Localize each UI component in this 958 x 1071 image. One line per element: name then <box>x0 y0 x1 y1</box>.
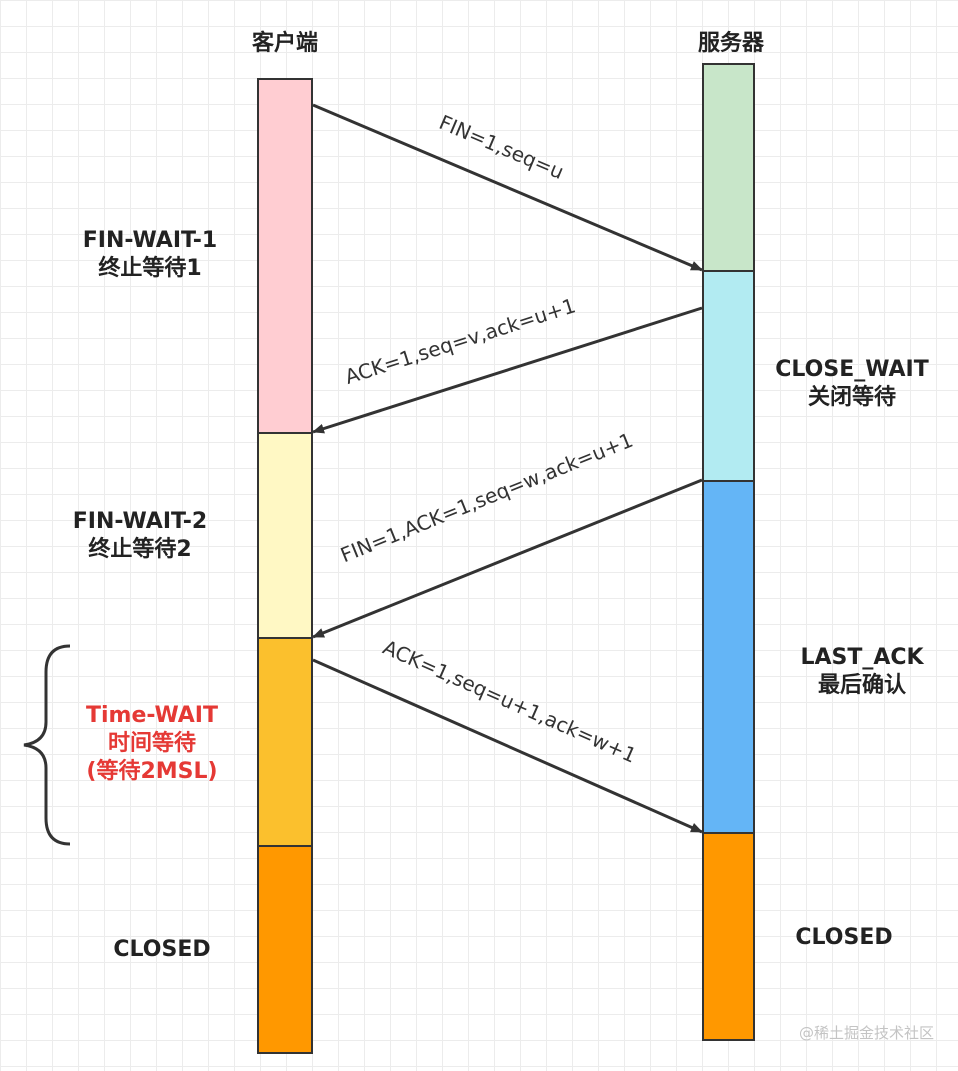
arrow-fin-2 <box>312 478 703 639</box>
client-state-fin-wait-1: FIN-WAIT-1 终止等待1 <box>82 228 218 282</box>
server-close-wait-bar <box>702 270 755 482</box>
server-last-ack-bar <box>702 480 755 834</box>
server-header: 服务器 <box>697 31 764 56</box>
client-header: 客户端 <box>251 31 318 56</box>
client-state-time-wait: Time-WAIT 时间等待 (等待2MSL) <box>85 703 219 785</box>
server-state-closed: CLOSED <box>795 925 893 950</box>
server-state-last-ack: LAST_ACK 最后确认 <box>800 645 924 699</box>
client-fin-wait-1-bar <box>257 78 313 434</box>
client-state-closed: CLOSED <box>113 937 211 962</box>
client-state-fin-wait-2: FIN-WAIT-2 终止等待2 <box>72 509 208 563</box>
client-fin-wait-2-bar <box>257 432 313 639</box>
arrow-ack-1 <box>312 306 703 434</box>
time-wait-brace <box>23 644 71 846</box>
server-state-close-wait: CLOSE_WAIT 关闭等待 <box>775 357 929 411</box>
server-closed-bar <box>702 832 755 1041</box>
arrow-fin-1 <box>312 103 703 272</box>
client-closed-bar <box>257 845 313 1054</box>
client-time-wait-bar <box>257 637 313 847</box>
server-established-bar <box>702 63 755 272</box>
watermark: @稀土掘金技术社区 <box>798 1024 934 1042</box>
arrow-ack-2 <box>312 658 703 834</box>
